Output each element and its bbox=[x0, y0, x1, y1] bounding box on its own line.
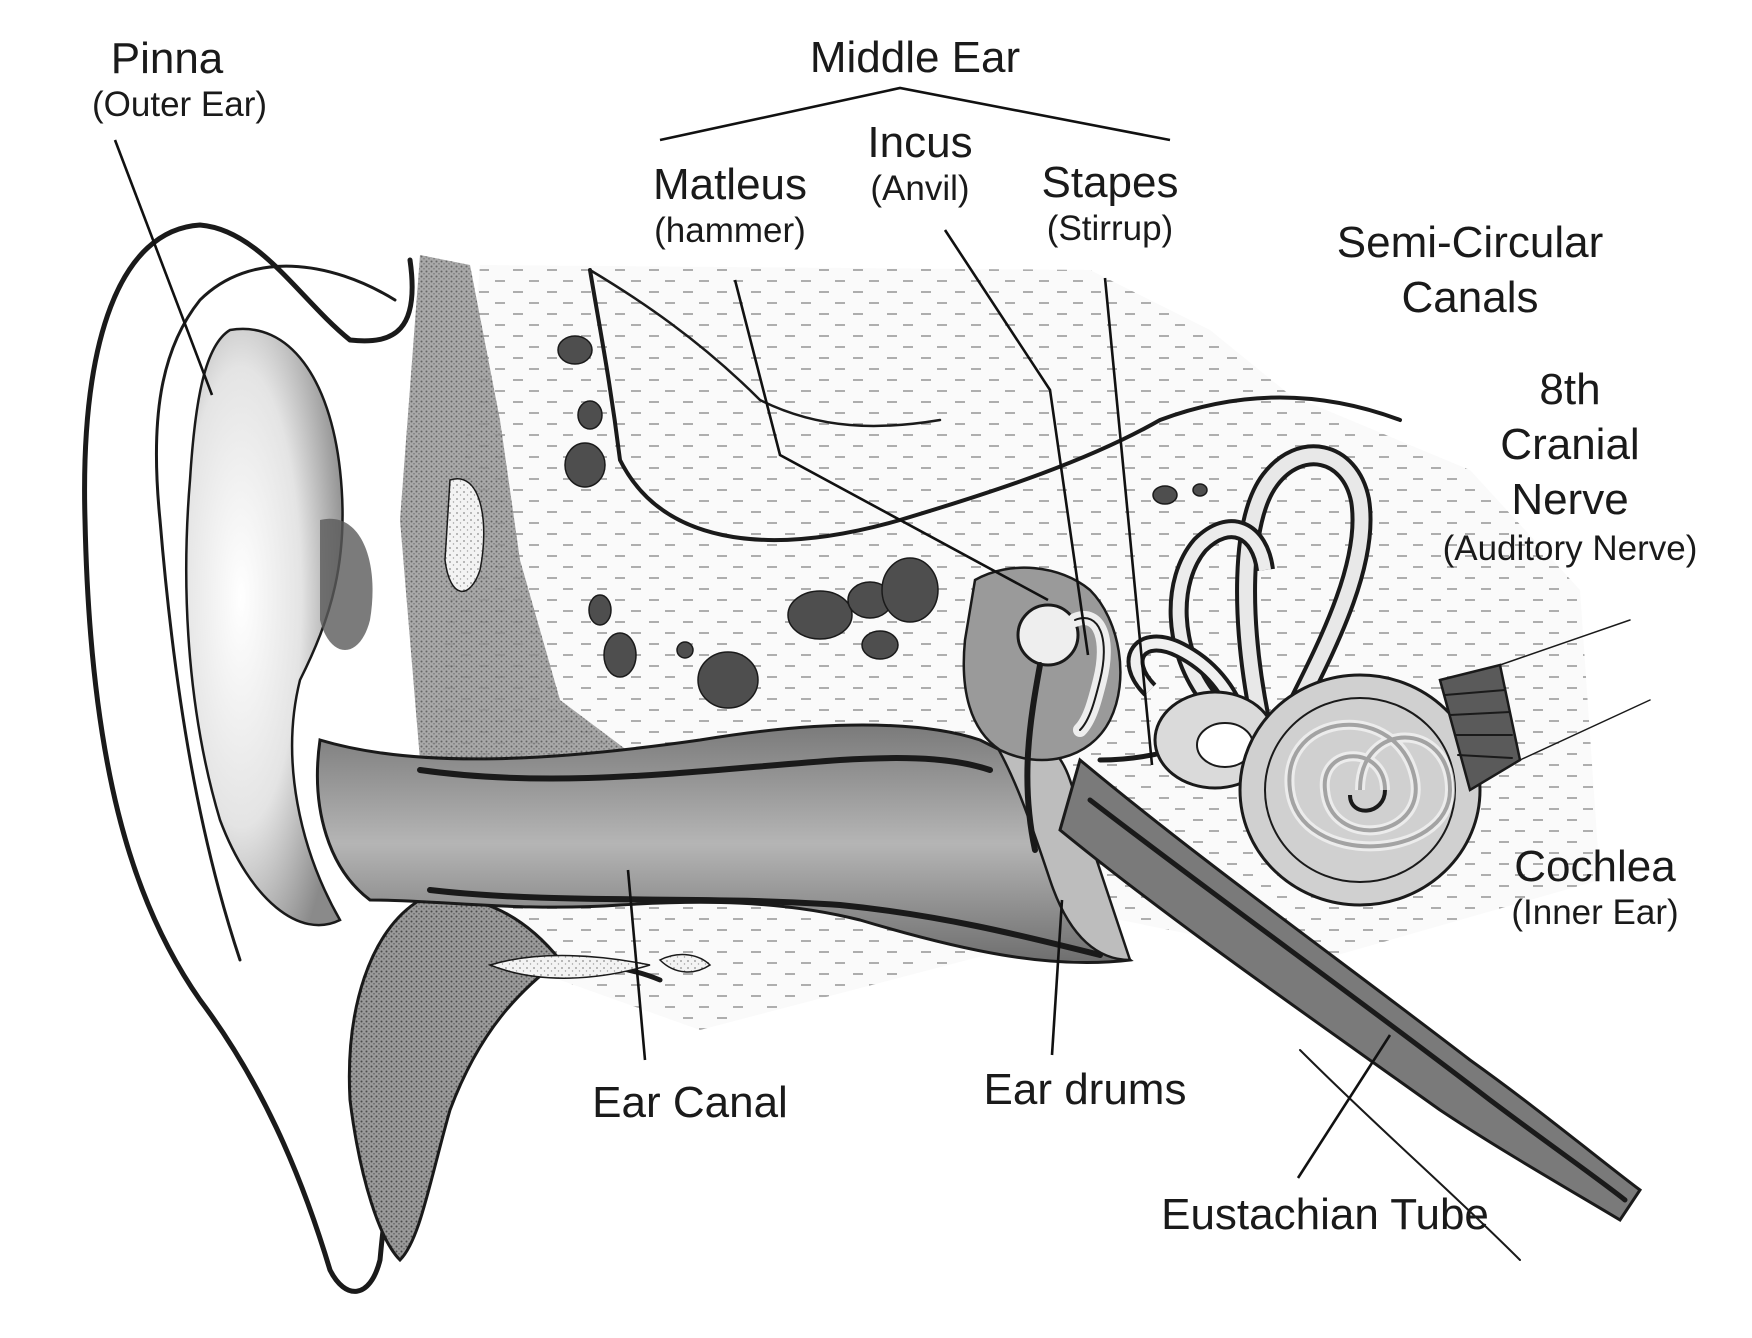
pinna-subtitle: (Outer Ear) bbox=[92, 84, 268, 124]
leader-stapes bbox=[1103, 277, 1154, 766]
label-ear-drums: Ear drums bbox=[983, 1065, 1187, 1114]
cochlea-spiral bbox=[1238, 673, 1482, 907]
middle-ear-bracket bbox=[659, 86, 1171, 142]
cochlea-title: Cochlea bbox=[1514, 842, 1676, 891]
label-incus: Incus (Anvil) bbox=[850, 118, 990, 209]
label-stapes: Stapes (Stirrup) bbox=[1030, 158, 1190, 249]
nerve-line1: 8th bbox=[1539, 365, 1601, 414]
label-middle-ear: Middle Ear bbox=[809, 33, 1021, 82]
pinna-title: Pinna bbox=[110, 34, 224, 83]
label-cochlea: Cochlea (Inner Ear) bbox=[1485, 842, 1705, 933]
leader-pinna bbox=[113, 139, 214, 396]
label-eustachian-tube: Eustachian Tube bbox=[1161, 1190, 1489, 1239]
semicircular-canals bbox=[1126, 444, 1373, 790]
skull-section bbox=[400, 255, 700, 900]
ear-canal-passage bbox=[316, 723, 1134, 965]
ear-lobe bbox=[347, 896, 563, 1263]
matleus-title: Matleus bbox=[652, 160, 808, 209]
concha bbox=[185, 327, 344, 927]
stapes-subtitle: (Stirrup) bbox=[1046, 208, 1174, 248]
nerve-line3: Nerve bbox=[1511, 475, 1629, 524]
nerve-line2: Cranial bbox=[1500, 420, 1640, 469]
incus-title: Incus bbox=[867, 118, 973, 167]
label-pinna: Pinna (Outer Ear) bbox=[92, 34, 268, 125]
semicircular-line2: Canals bbox=[1401, 273, 1539, 322]
label-semicircular-canals: Semi-Circular Canals bbox=[1320, 215, 1620, 325]
nerve-subtitle: (Auditory Nerve) bbox=[1442, 529, 1698, 568]
leader-eustachian bbox=[1296, 1034, 1392, 1179]
cochlea-subtitle: (Inner Ear) bbox=[1511, 892, 1679, 932]
label-matleus: Matleus (hammer) bbox=[630, 160, 830, 251]
leader-lines bbox=[113, 139, 1392, 1179]
matleus-subtitle: (hammer) bbox=[654, 210, 806, 250]
mastoid-air-cells bbox=[557, 335, 1208, 709]
malleus-head bbox=[1016, 603, 1080, 667]
stapes-title: Stapes bbox=[1041, 158, 1179, 207]
auditory-nerve-bundle bbox=[1438, 619, 1651, 792]
leader-ear-canal bbox=[626, 869, 647, 1061]
incus-subtitle: (Anvil) bbox=[870, 168, 970, 208]
label-ear-canal: Ear Canal bbox=[592, 1078, 788, 1127]
label-auditory-nerve: 8th Cranial Nerve (Auditory Nerve) bbox=[1420, 362, 1720, 571]
leader-matleus bbox=[733, 279, 1049, 602]
semicircular-line1: Semi-Circular bbox=[1336, 218, 1604, 267]
leader-ear-drums bbox=[1050, 899, 1064, 1056]
leader-incus bbox=[943, 229, 1090, 656]
